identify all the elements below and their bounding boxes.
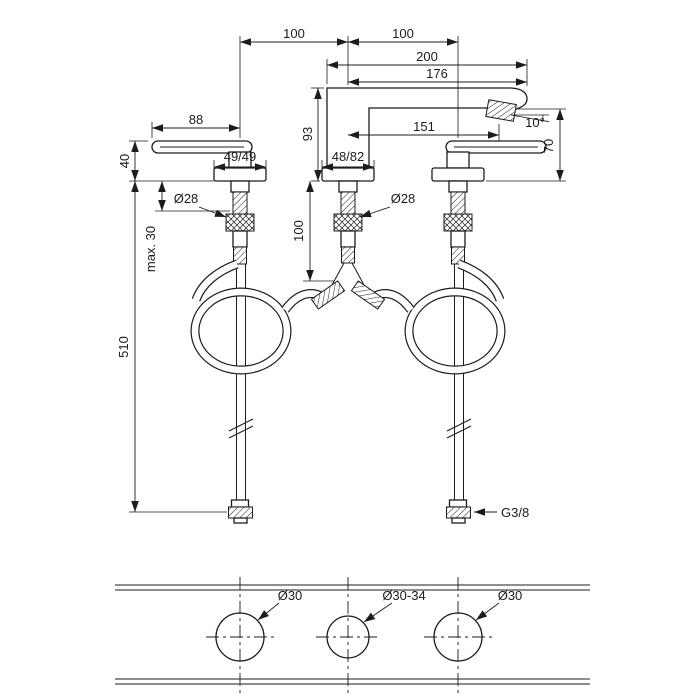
center-upper-shaft — [338, 180, 358, 193]
right-threaded-shaft — [450, 191, 466, 215]
pipe-break-mark — [446, 418, 472, 432]
mounting-strip — [115, 584, 590, 685]
left-lower-shaft — [232, 230, 248, 248]
hole-centerlines — [206, 577, 492, 693]
right-lever-hub — [446, 151, 470, 169]
dia28-center-leader — [359, 206, 391, 218]
hose-tee-fittings — [310, 280, 386, 310]
right-hose — [372, 259, 506, 375]
dim-49-49: 49/49 — [224, 149, 257, 164]
dimension-labels: 100 100 200 176 88 151 10° 93 70 40 510 … — [116, 26, 556, 520]
right-escutcheon — [431, 167, 485, 182]
right-valve — [431, 140, 547, 265]
dim-48-82: 48/82 — [332, 149, 365, 164]
right-upper-shaft — [448, 180, 468, 193]
dim-100-right: 100 — [392, 26, 414, 41]
supply-pipes — [228, 264, 472, 524]
hole-left-leader — [257, 602, 280, 621]
dim-200: 200 — [416, 49, 438, 64]
pipe-break-mark — [228, 418, 254, 432]
center-mounting-nut — [333, 213, 363, 232]
dim-88: 88 — [189, 112, 203, 127]
right-lower-shaft — [450, 230, 466, 248]
center-hose-fitting — [341, 246, 355, 264]
hole-dia-left: Ø30 — [278, 588, 303, 603]
dim-70: 70 — [541, 139, 556, 153]
thread-g38: G3/8 — [501, 505, 529, 520]
center-threaded-shaft — [340, 191, 356, 215]
pipe-break-mark — [228, 425, 254, 439]
left-upper-shaft — [230, 180, 250, 193]
hole-circle-left — [215, 612, 265, 662]
hole-dia-right: Ø30 — [498, 588, 523, 603]
left-hose-fitting — [233, 246, 247, 265]
left-supply-fitting — [228, 499, 253, 524]
hole-circle-right — [433, 612, 483, 662]
right-hose-fitting — [451, 246, 465, 265]
dia28-left-leader — [198, 206, 227, 218]
pipe-break-mark — [446, 425, 472, 439]
left-hose — [190, 259, 324, 375]
dimension-lines — [129, 36, 566, 516]
dim-10deg: 10° — [525, 115, 545, 130]
dia-28-left: Ø28 — [174, 191, 199, 206]
dim-100-depth: 100 — [291, 220, 306, 242]
dim-510: 510 — [116, 336, 131, 358]
dim-93: 93 — [300, 127, 315, 141]
left-mounting-nut — [225, 213, 255, 232]
dim-100-left: 100 — [283, 26, 305, 41]
center-escutcheon — [321, 167, 375, 182]
aerator — [485, 99, 517, 122]
right-mounting-nut — [443, 213, 473, 232]
center-lower-shaft — [340, 230, 356, 248]
center-spout — [321, 87, 528, 264]
left-escutcheon — [213, 167, 267, 182]
front-view: 100 100 200 176 88 151 10° 93 70 40 510 … — [116, 26, 566, 524]
right-supply-fitting — [446, 499, 471, 524]
dia-28-center: Ø28 — [391, 191, 416, 206]
hole-right-leader — [475, 602, 500, 621]
dim-176: 176 — [426, 66, 448, 81]
plan-view: Ø30 Ø30-34 Ø30 — [115, 577, 590, 693]
dim-max-30: max. 30 — [143, 226, 158, 272]
left-threaded-shaft — [232, 191, 248, 215]
hole-dia-center: Ø30-34 — [382, 588, 425, 603]
dim-40: 40 — [117, 154, 132, 168]
hole-circle-center — [326, 615, 370, 659]
dim-151: 151 — [413, 119, 435, 134]
hole-center-leader — [363, 602, 393, 623]
